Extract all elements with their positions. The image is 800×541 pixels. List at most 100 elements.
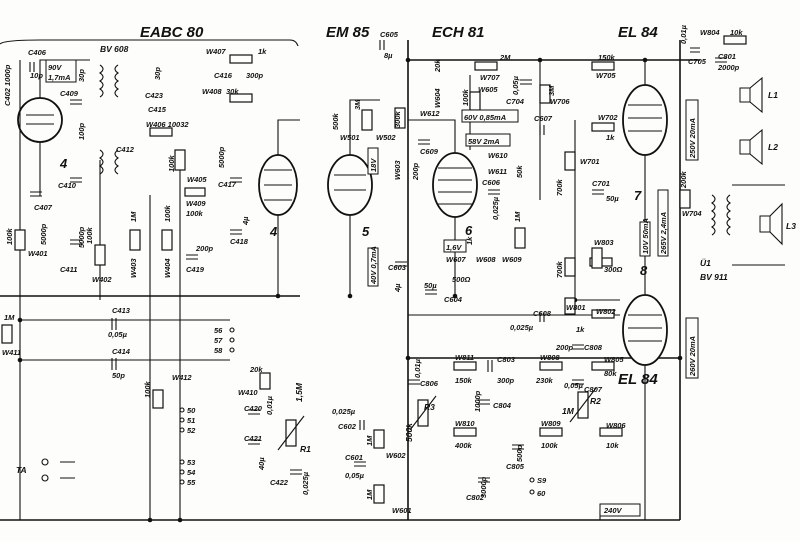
label-c607: C607 [534,114,553,123]
label-w408-val: 30k [226,87,239,96]
label-w802-val: 1k [576,325,585,334]
label-c412-val: 100p [77,122,86,140]
label-w707: W707 [480,73,500,82]
stage-number-8: 8 [640,263,648,278]
tube-ech81 [432,152,478,218]
label-w403: W403 [129,258,138,278]
label-c806-val: 0,01µ [413,358,422,378]
annotation-265v: 265V 2,4mA [659,212,668,255]
label-c423: C423 [145,91,164,100]
label-c801: C801 [718,52,736,61]
label-c806: C806 [420,379,439,388]
label-c422-val: 0,025µ [301,471,310,495]
label-c412: C412 [116,145,135,154]
label-c416: C416 [214,71,233,80]
label-w602: W602 [386,451,406,460]
label-c410: C410 [58,181,77,190]
tube-eabc80-grid [26,114,54,125]
label-bv608: BV 608 [100,44,129,54]
tube-title-em85: EM 85 [326,24,370,41]
tube-el84-top [622,84,668,156]
label-c411-val: 5000p [77,226,86,248]
label-c605-val: 8µ [384,51,393,60]
label-w808: W808 [540,353,560,362]
label-c419: C419 [186,265,205,274]
tube-group-bracket [0,39,299,47]
label-w502-val: 3M [353,99,362,110]
label-c416-val: 300p [246,71,264,80]
wire-eabc-triode [277,119,300,296]
annotation-260v: 260V 20mA [688,336,697,377]
wire-ech81 [408,119,456,296]
label-w602-val: 1M [365,435,374,446]
label-c603: C603 [388,263,407,272]
label-c413-val: 0,05µ [108,330,128,339]
label-w707-val: 2M [499,53,511,62]
annotation-58v: 58V 2mA [468,137,500,146]
annotation-18v: 18V [369,158,378,172]
label-w810-val: 400k [454,441,473,450]
label-c807: C807 [584,385,603,394]
label-w404: W404 [163,258,172,278]
label-w612: W612 [420,109,440,118]
label-w407: W407 [206,47,226,56]
label-w404-val: 100k [163,204,172,222]
tube-triode-grid [264,169,292,201]
label-c406: C406 [28,48,47,57]
label-w411-val: 1M [4,313,15,322]
label-w607: W607 [446,255,466,264]
label-c701-val: 50µ [606,194,619,203]
tube-title-el84-bottom: EL 84 [618,371,658,388]
label-l3: L3 [786,221,796,231]
label-w702-val: 1k [606,133,615,142]
label-c417-val: 5000p [217,146,226,168]
label-w411: W411 [2,348,21,357]
label-c801-val: 2000p [717,63,740,72]
label-w804: W804 [700,28,720,37]
label-w701: W701 [580,157,600,166]
label-u1: Ü1 [700,258,711,268]
wire-em85 [349,99,380,296]
label-c704: C704 [506,97,525,106]
label-w402-val: 100k [85,226,94,244]
label-w802: W802 [596,307,616,316]
label-c419-val: 200p [195,244,214,253]
tube-ech81-grids [438,167,472,205]
label-w803-val: 300Ω [604,265,623,274]
label-w605-val: 100k [461,88,470,106]
label-r1: R1 [300,444,311,454]
label-c420-val: 0,01µ [265,395,274,415]
label-w705: W705 [596,71,616,80]
label-w701-val: 700k [555,178,564,196]
label-c803-val: 300p [497,376,515,385]
label-c701: C701 [592,179,610,188]
label-s51: 51 [187,416,195,425]
label-w704-val: 200k [679,170,688,189]
tube-eabc80-diode [17,97,63,143]
label-c421: C421 [244,434,262,443]
label-r3: R3 [424,402,435,412]
label-c605: C605 [380,30,399,39]
label-c606-val: 0,025µ [491,196,500,220]
label-c804-val: 1000p [473,390,482,412]
label-c409: C409 [60,89,79,98]
label-c704-val: 0,05µ [511,75,520,95]
tube-title-ech81: ECH 81 [432,24,485,41]
annotation-boxes [45,59,699,517]
label-c402: C402 1000p [3,64,12,106]
stage-number-7: 7 [634,188,642,203]
label-c602: C602 [338,422,357,431]
label-w610: W610 [488,151,508,160]
label-c601: C601 [345,453,363,462]
label-w502: W502 [376,133,396,142]
label-w403-val: 1M [129,211,138,222]
wire-left [19,60,181,520]
stage-number-4a: 4 [59,156,68,171]
label-w409: W409 [186,199,206,208]
speakers [732,76,785,266]
tube-em85-grid [334,174,366,191]
label-w501-val: 500k [331,112,340,130]
stage-number-6: 6 [465,223,473,238]
label-w704: W704 [682,209,702,218]
label-c604-val: 50µ [424,281,437,290]
